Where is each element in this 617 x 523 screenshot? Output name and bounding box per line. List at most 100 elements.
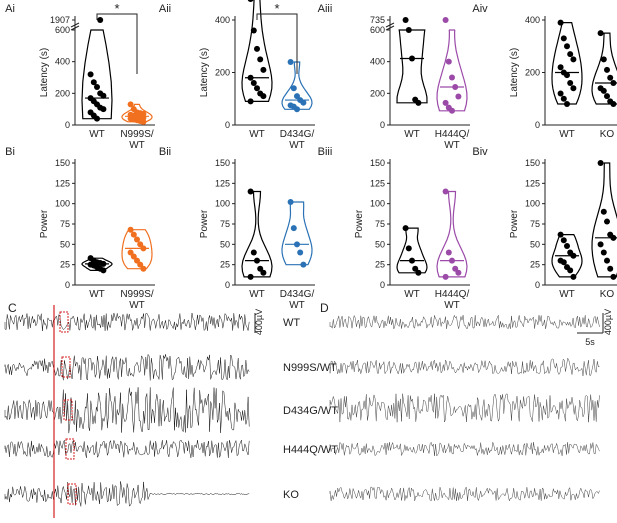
y-tick-label: 600 xyxy=(370,25,385,35)
seizure-marker xyxy=(63,399,73,421)
data-point xyxy=(140,265,147,272)
y-tick-label: 150 xyxy=(525,158,540,168)
eeg-trace-d xyxy=(329,357,600,377)
x-tick-label: H444Q/ xyxy=(435,289,470,300)
data-point xyxy=(300,261,307,268)
eeg-trace-c xyxy=(4,312,250,332)
violin-mutant xyxy=(121,101,153,125)
x-tick-label: WT xyxy=(559,289,575,300)
data-point xyxy=(564,242,570,249)
significance-bracket xyxy=(256,13,298,74)
y-tick-label: 75 xyxy=(530,219,540,229)
data-point xyxy=(415,269,422,276)
data-point xyxy=(247,98,254,105)
y-tick-label: 25 xyxy=(220,260,230,270)
y-tick-label: 50 xyxy=(530,239,540,249)
y-tick-label: 25 xyxy=(530,260,540,270)
data-point xyxy=(567,267,574,274)
data-point xyxy=(560,259,567,266)
data-point xyxy=(445,249,452,256)
violin-outline xyxy=(396,227,428,274)
eeg-trace-c xyxy=(4,353,250,381)
violin-wt xyxy=(551,19,583,107)
data-point xyxy=(402,225,409,232)
y-tick-label: 0 xyxy=(380,120,385,130)
data-point xyxy=(600,56,607,63)
data-point xyxy=(94,84,100,90)
data-point xyxy=(600,249,607,256)
data-point xyxy=(254,45,260,52)
y-tick-label: 150 xyxy=(55,158,70,168)
y-tick-label: 200 xyxy=(525,68,540,78)
y-tick-label: 125 xyxy=(55,178,70,188)
y-tick-label: 125 xyxy=(215,178,230,188)
y-tick-label: 200 xyxy=(55,88,70,98)
data-point xyxy=(94,115,100,122)
data-point xyxy=(415,99,422,106)
data-point xyxy=(564,72,570,79)
violin-mutant xyxy=(281,59,313,113)
eeg-trace-d xyxy=(329,393,600,423)
data-point xyxy=(570,56,577,63)
trace-label-c: N999S/WT xyxy=(283,362,337,374)
data-point xyxy=(300,99,307,106)
x-tick-label: D434G/ xyxy=(280,289,315,300)
trace-label-c: WT xyxy=(283,317,300,329)
data-point xyxy=(412,265,419,272)
y-tick-label: 0 xyxy=(65,280,70,290)
y-tick-label: 50 xyxy=(60,239,70,249)
data-point xyxy=(445,58,452,65)
violin-wt xyxy=(241,188,273,280)
trace-label-c: H444Q/WT xyxy=(283,444,338,456)
significance-bracket xyxy=(96,13,138,74)
x-tick-label: N999S/ xyxy=(120,289,154,300)
data-point xyxy=(254,85,260,92)
y-tick-label: 75 xyxy=(220,219,230,229)
violin-mutant xyxy=(121,226,153,272)
data-point xyxy=(604,66,610,73)
data-point xyxy=(134,257,140,264)
data-point xyxy=(130,253,137,260)
eeg-trace-d xyxy=(329,441,600,457)
x-tick-label: WT xyxy=(129,300,145,311)
x-tick-label: WT xyxy=(444,140,460,151)
violin-wt xyxy=(81,17,113,122)
trace-label-c: D434G/WT xyxy=(283,405,338,417)
eeg-trace-c xyxy=(4,387,250,434)
violin-outline xyxy=(281,61,313,110)
panel-label: Biv xyxy=(472,146,488,158)
significance-star: * xyxy=(114,1,119,16)
data-point xyxy=(452,265,459,272)
x-tick-label: WT xyxy=(444,300,460,311)
data-point xyxy=(570,252,577,259)
panel-label: Aiv xyxy=(472,3,488,15)
data-point xyxy=(290,225,297,232)
y-tick-label: 125 xyxy=(525,178,540,188)
x-tick-label: WT xyxy=(129,140,145,151)
data-point xyxy=(100,106,107,113)
data-point xyxy=(442,273,449,280)
data-point xyxy=(604,218,610,225)
x-tick-label: WT xyxy=(289,140,305,151)
data-point xyxy=(287,199,294,206)
panel-label: Ai xyxy=(5,3,15,15)
data-point xyxy=(557,19,564,26)
y-tick-label: 100 xyxy=(55,199,70,209)
violin-outline xyxy=(436,29,468,112)
x-tick-label: WT xyxy=(249,289,265,300)
eeg-trace-d xyxy=(329,486,600,502)
axis-break xyxy=(385,22,395,31)
y-tick-label: 400 xyxy=(370,57,385,67)
scale-label-d: 400µV xyxy=(603,309,613,335)
data-point xyxy=(137,261,144,268)
data-point xyxy=(557,231,564,238)
data-point xyxy=(604,257,610,264)
data-point xyxy=(100,267,107,274)
eeg-trace-c xyxy=(4,481,250,507)
y-tick-label: 735 xyxy=(370,15,385,25)
data-point xyxy=(604,93,610,100)
y-tick-label: 25 xyxy=(60,260,70,270)
